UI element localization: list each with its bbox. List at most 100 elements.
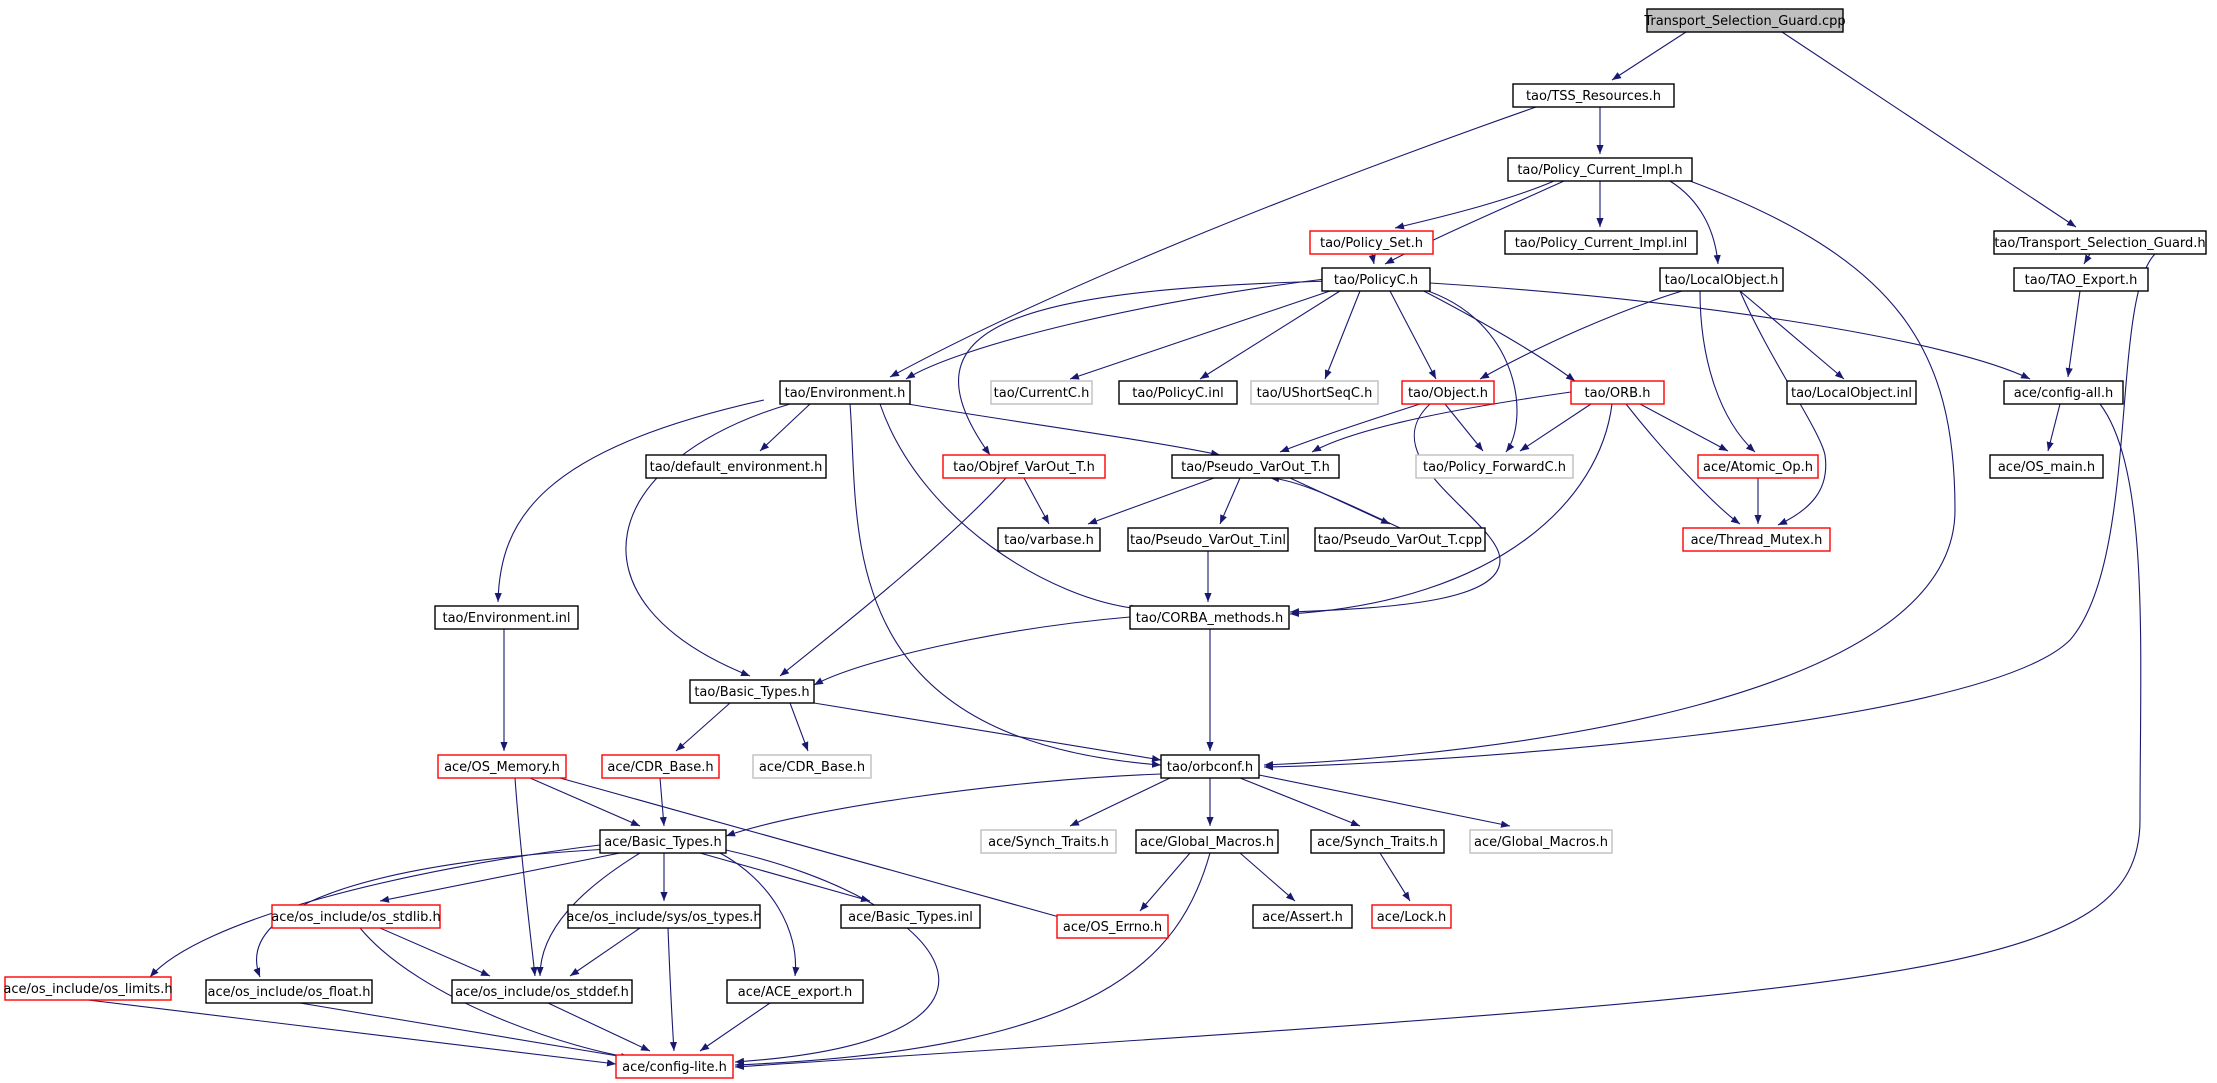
edge-basictypes_ace-to-configlite: [725, 849, 940, 1065]
node-synch-gray[interactable]: ace/Synch_Traits.h: [980, 829, 1117, 854]
node-label: tao/TAO_Export.h: [2025, 273, 2138, 288]
node-label: ace/os_include/os_float.h: [207, 985, 370, 1000]
edges-layer: [87, 31, 2156, 1070]
nodes-layer: Transport_Selection_Guard.cpp tao/TSS_Res…: [3, 8, 2207, 1079]
node-corba[interactable]: tao/CORBA_methods.h: [1129, 605, 1290, 630]
node-box: [601, 754, 720, 779]
node-stddef[interactable]: ace/os_include/os_stddef.h: [451, 979, 633, 1004]
node-configlite[interactable]: ace/config-lite.h: [615, 1054, 734, 1079]
node-box: [271, 904, 441, 929]
node-box: [1415, 454, 1574, 479]
edge-tss-to-env: [889, 106, 1537, 378]
node-systypes[interactable]: ace/os_include/sys/os_types.h: [566, 904, 762, 929]
edge-localobj-to-atomic: [1699, 290, 1756, 453]
node-tss[interactable]: tao/TSS_Resources.h: [1512, 83, 1675, 108]
node-box: [1171, 454, 1340, 479]
edge-orb-to-atomic: [1639, 403, 1729, 452]
node-pseudocpp[interactable]: tao/Pseudo_VarOut_T.cpp: [1314, 527, 1486, 552]
node-box: [1250, 380, 1379, 405]
node-float[interactable]: ace/os_include/os_float.h: [205, 979, 373, 1004]
node-osmain[interactable]: ace/OS_main.h: [1989, 454, 2104, 479]
node-ushort[interactable]: tao/UShortSeqC.h: [1250, 380, 1379, 405]
node-box: [4, 976, 172, 1001]
edge-orbconf-to-basictypes_ace: [725, 773, 1162, 837]
node-orb[interactable]: tao/ORB.h: [1570, 380, 1665, 405]
node-pseudoinl[interactable]: tao/Pseudo_VarOut_T.inl: [1127, 527, 1289, 552]
node-errno[interactable]: ace/OS_Errno.h: [1056, 914, 1169, 939]
node-box: [1252, 904, 1353, 929]
node-aceexport[interactable]: ace/ACE_export.h: [726, 979, 864, 1004]
node-cdr-gray[interactable]: ace/CDR_Base.h: [752, 754, 872, 779]
edge-env-to-basictypes_tao: [625, 403, 791, 677]
node-taoexp[interactable]: tao/TAO_Export.h: [2013, 267, 2149, 292]
node-label: ace/Thread_Mutex.h: [1691, 533, 1823, 548]
node-tsg[interactable]: tao/Transport_Selection_Guard.h: [1993, 230, 2207, 255]
edge-objref-to-basictypes_tao: [779, 477, 1007, 677]
node-pseudo[interactable]: tao/Pseudo_VarOut_T.h: [1171, 454, 1340, 479]
node-box: [840, 904, 981, 929]
node-pciinl[interactable]: tao/Policy_Current_Impl.inl: [1504, 230, 1698, 255]
edge-env-to-orbconf: [849, 403, 1162, 768]
node-box: [1135, 829, 1279, 854]
edge-tsg-to-orbconf: [1263, 253, 2156, 771]
node-label: ace/Basic_Types.inl: [848, 910, 973, 925]
edge-orb-to-thread: [1625, 403, 1741, 525]
node-env[interactable]: tao/Environment.h: [779, 380, 911, 405]
edge-synch-to-lock: [1379, 852, 1411, 902]
node-configall[interactable]: ace/config-all.h: [2003, 380, 2124, 405]
node-currentc[interactable]: tao/CurrentC.h: [990, 380, 1093, 405]
edge-systypes-to-stddef: [569, 927, 641, 977]
node-root[interactable]: Transport_Selection_Guard.cpp: [1643, 8, 1846, 33]
edge-float-to-configlite: [299, 1002, 631, 1061]
edge-pci-to-orbconf: [1263, 180, 1956, 769]
edge-policyc-to-pfwd: [1421, 288, 1518, 453]
node-policyc[interactable]: tao/PolicyC.h: [1321, 267, 1431, 292]
node-localobjinl[interactable]: tao/LocalObject.inl: [1786, 380, 1917, 405]
node-defenv[interactable]: tao/default_environment.h: [645, 454, 827, 479]
node-objref[interactable]: tao/Objref_VarOut_T.h: [942, 454, 1106, 479]
node-limits[interactable]: ace/os_include/os_limits.h: [3, 976, 173, 1001]
edge-taoexp-to-configall: [2065, 290, 2081, 378]
edge-orbconf-to-synch: [1239, 777, 1361, 827]
node-orbconf[interactable]: tao/orbconf.h: [1160, 754, 1260, 779]
node-assert[interactable]: ace/Assert.h: [1252, 904, 1353, 929]
node-envinl[interactable]: tao/Environment.inl: [434, 605, 579, 630]
node-pfwd[interactable]: tao/Policy_ForwardC.h: [1415, 454, 1574, 479]
edge-root-to-tsg: [1781, 31, 2077, 228]
node-box: [645, 454, 827, 479]
node-box: [1129, 605, 1290, 630]
node-pset[interactable]: tao/Policy_Set.h: [1309, 230, 1434, 255]
edge-env-to-defenv: [759, 403, 811, 452]
node-lock[interactable]: ace/Lock.h: [1371, 904, 1452, 929]
edge-policyc-to-object: [1389, 290, 1437, 380]
node-cdr-red[interactable]: ace/CDR_Base.h: [601, 754, 720, 779]
node-thread[interactable]: ace/Thread_Mutex.h: [1682, 527, 1831, 552]
node-box: [980, 829, 1117, 854]
node-basictypes-tao[interactable]: tao/Basic_Types.h: [689, 679, 815, 704]
node-stdlib[interactable]: ace/os_include/os_stdlib.h: [271, 904, 441, 929]
node-object[interactable]: tao/Object.h: [1401, 380, 1495, 405]
node-box: [689, 679, 815, 704]
node-globalmac[interactable]: ace/Global_Macros.h: [1135, 829, 1279, 854]
node-atomic[interactable]: ace/Atomic_Op.h: [1697, 454, 1819, 479]
edge-stddef-to-configlite: [547, 1002, 651, 1052]
edge-orbconf-to-synch_gray: [1069, 777, 1171, 827]
node-synch[interactable]: ace/Synch_Traits.h: [1310, 829, 1445, 854]
node-localobj[interactable]: tao/LocalObject.h: [1659, 267, 1784, 292]
node-basictypesinl[interactable]: ace/Basic_Types.inl: [840, 904, 981, 929]
node-label: ace/Atomic_Op.h: [1703, 460, 1813, 475]
node-pci[interactable]: tao/Policy_Current_Impl.h: [1507, 157, 1693, 182]
node-box: [1469, 829, 1613, 854]
node-box: [1697, 454, 1819, 479]
node-policycinl[interactable]: tao/PolicyC.inl: [1118, 380, 1238, 405]
node-globalmac-gray[interactable]: ace/Global_Macros.h: [1469, 829, 1613, 854]
node-osmem[interactable]: ace/OS_Memory.h: [437, 754, 567, 779]
node-label: ace/Synch_Traits.h: [1317, 835, 1438, 850]
node-label: ace/os_include/os_limits.h: [3, 982, 172, 997]
edge-env-to-pseudo: [907, 403, 1221, 457]
node-label: ace/ACE_export.h: [738, 985, 852, 1000]
edge-policyc-to-configall: [1429, 282, 2031, 380]
node-basictypes-ace[interactable]: ace/Basic_Types.h: [599, 829, 727, 854]
node-label: tao/Object.h: [1408, 386, 1488, 401]
node-varbase[interactable]: tao/varbase.h: [997, 527, 1101, 552]
